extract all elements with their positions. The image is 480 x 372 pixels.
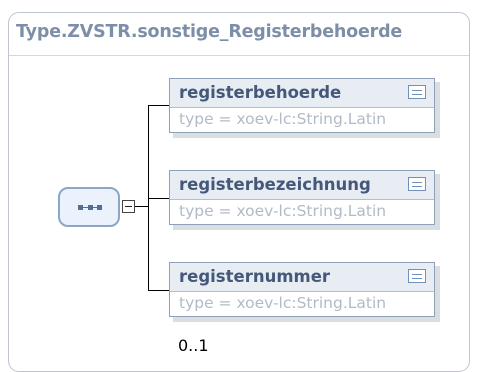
element-registerbezeichnung[interactable]: registerbezeichnung type = xoev-lc:Strin…: [169, 170, 442, 231]
element-type: type = xoev-lc:String.Latin: [179, 110, 387, 128]
occurrence-label: 0..1: [178, 336, 209, 355]
sequence-compositor[interactable]: [58, 187, 120, 227]
title-divider: [9, 55, 469, 56]
element-header: registerbehoerde: [170, 79, 434, 108]
connector-branch-3: [148, 290, 169, 291]
element-name: registernummer: [179, 267, 331, 286]
connector-branch-2: [148, 198, 169, 199]
documentation-icon[interactable]: [408, 85, 426, 99]
collapse-minus-icon[interactable]: [122, 200, 135, 213]
documentation-icon[interactable]: [408, 177, 426, 191]
connector-branch-1: [148, 105, 169, 106]
element-type: type = xoev-lc:String.Latin: [179, 294, 387, 312]
connector-stub: [135, 206, 148, 207]
element-name: registerbezeichnung: [179, 175, 371, 194]
element-type: type = xoev-lc:String.Latin: [179, 202, 387, 220]
sequence-icon: [78, 205, 102, 211]
diagram-title: Type.ZVSTR.sonstige_Registerbehoerde: [16, 22, 403, 42]
element-header: registernummer: [170, 263, 434, 292]
documentation-icon[interactable]: [408, 269, 426, 283]
element-registerbehoerde[interactable]: registerbehoerde type = xoev-lc:String.L…: [169, 78, 442, 139]
element-header: registerbezeichnung: [170, 171, 434, 200]
element-name: registerbehoerde: [179, 83, 342, 102]
element-registernummer[interactable]: registernummer type = xoev-lc:String.Lat…: [169, 262, 442, 323]
